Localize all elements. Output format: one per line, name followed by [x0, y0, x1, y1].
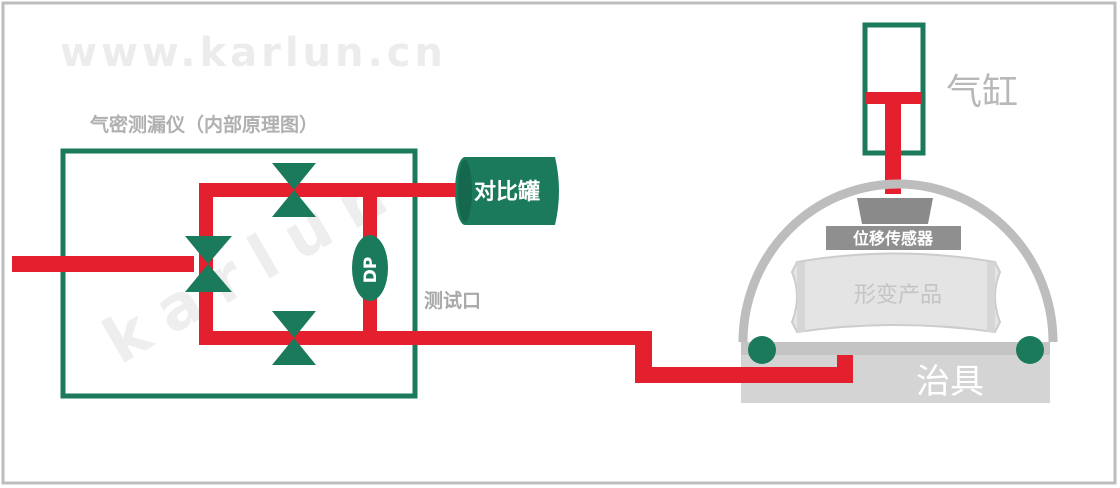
- valves: [185, 163, 316, 365]
- instrument-title: 气密测漏仪（内部原理图）: [89, 113, 318, 136]
- valve-bottom: [272, 311, 316, 365]
- fixture-label: 治具: [916, 362, 984, 402]
- dp-label: DP: [361, 257, 381, 284]
- instrument-frame: [60, 148, 418, 399]
- displacement-sensor-plate: [826, 226, 961, 250]
- cylinder-rod: [885, 98, 901, 194]
- valve-left: [185, 236, 232, 292]
- deformed-product: [790, 252, 1002, 334]
- fixture-top-plate: [741, 342, 1050, 355]
- reference-tank: [455, 157, 559, 225]
- inlet-pipe: [12, 256, 194, 272]
- fixture-pipe-overlay: [637, 367, 853, 383]
- watermark-url: www.karlun.cn: [60, 30, 447, 76]
- deformed-product-label: 形变产品: [854, 283, 942, 308]
- reference-tank-label: 对比罐: [474, 179, 540, 205]
- valve-top: [272, 163, 316, 217]
- fixture-dome: [738, 179, 1058, 343]
- dp-sensor: [352, 235, 388, 301]
- test-port-label: 测试口: [424, 290, 481, 312]
- seal-left: [748, 336, 776, 364]
- top-pipe: [199, 183, 461, 197]
- cylinder-label: 气缸: [946, 72, 1018, 113]
- displacement-sensor-head: [857, 198, 933, 224]
- bottom-pipe: [199, 331, 639, 345]
- displacement-sensor-label: 位移传感器: [853, 229, 934, 248]
- seal-right: [1016, 336, 1044, 364]
- left-manifold-pipe: [199, 183, 213, 345]
